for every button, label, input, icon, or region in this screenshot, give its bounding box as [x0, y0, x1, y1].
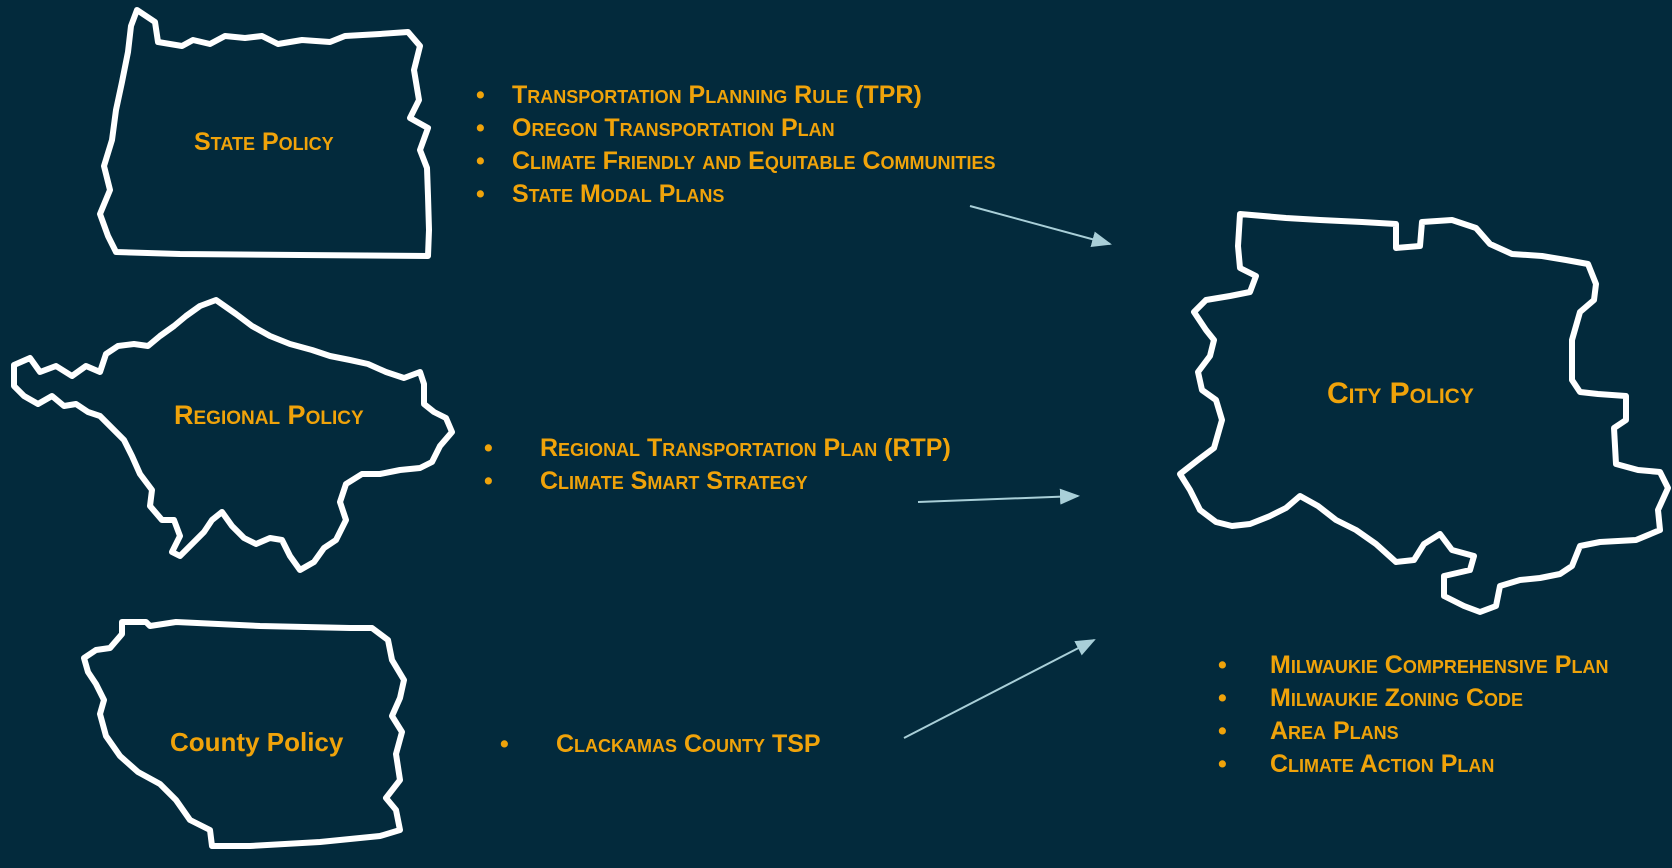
list-item: • Area Plans	[1218, 715, 1608, 748]
list-item: • State Modal Plans	[476, 178, 996, 211]
list-item-text: Milwaukie Comprehensive Plan	[1270, 651, 1609, 679]
bullet-icon: •	[500, 730, 509, 758]
bullet-icon: •	[476, 147, 485, 175]
list-item-text: Area Plans	[1270, 717, 1399, 745]
bullet-icon: •	[476, 81, 485, 109]
bullet-icon: •	[476, 180, 485, 208]
list-item: • Clackamas County TSP	[500, 728, 821, 761]
county-to-city-arrow	[903, 639, 1096, 739]
list-item: • Transportation Planning Rule (TPR)	[476, 79, 996, 112]
city-policy-list: • Milwaukie Comprehensive Plan • Milwauk…	[1218, 649, 1609, 781]
list-item-text: Clackamas County TSP	[556, 730, 821, 758]
bullet-icon: •	[1218, 750, 1227, 778]
list-item-text: Climate Friendly and Equitable Communiti…	[512, 147, 996, 175]
list-item: • Climate Friendly and Equitable Communi…	[476, 145, 996, 178]
list-item-text: Milwaukie Zoning Code	[1270, 684, 1524, 712]
bullet-icon: •	[476, 114, 485, 142]
bullet-icon: •	[484, 467, 493, 495]
bullet-icon: •	[484, 434, 493, 462]
state-policy-label: State Policy	[194, 128, 334, 156]
bullet-icon: •	[1218, 684, 1227, 712]
list-item: • Oregon Transportation Plan	[476, 112, 996, 145]
state-policy-list: • Transportation Planning Rule (TPR) • O…	[476, 79, 996, 211]
list-item: • Milwaukie Zoning Code	[1218, 682, 1608, 715]
list-item: • Climate Action Plan	[1218, 748, 1608, 781]
list-item: • Regional Transportation Plan (RTP)	[484, 432, 951, 465]
list-item-text: Climate Smart Strategy	[540, 467, 808, 495]
list-item: • Milwaukie Comprehensive Plan	[1218, 649, 1609, 682]
regional-policy-list: • Regional Transportation Plan (RTP) • C…	[484, 432, 951, 498]
list-item-text: Oregon Transportation Plan	[512, 114, 835, 142]
list-item: • Climate Smart Strategy	[484, 465, 951, 498]
county-outline	[81, 619, 407, 849]
county-policy-label: County Policy	[170, 727, 344, 757]
list-item-text: Climate Action Plan	[1270, 750, 1495, 778]
regional-to-city-arrow	[917, 488, 1080, 505]
city-policy-label: City Policy	[1327, 377, 1474, 410]
city-outline	[1177, 211, 1671, 615]
metro-region-outline	[11, 297, 455, 573]
list-item-text: Transportation Planning Rule (TPR)	[512, 81, 922, 109]
oregon-state-outline	[97, 7, 432, 259]
list-item-text: State Modal Plans	[512, 180, 725, 208]
regional-policy-label: Regional Policy	[174, 400, 364, 430]
bullet-icon: •	[1218, 651, 1227, 679]
list-item-text: Regional Transportation Plan (RTP)	[540, 434, 951, 462]
county-policy-list: • Clackamas County TSP	[500, 728, 821, 761]
state-to-city-arrow	[969, 205, 1112, 248]
bullet-icon: •	[1218, 717, 1227, 745]
